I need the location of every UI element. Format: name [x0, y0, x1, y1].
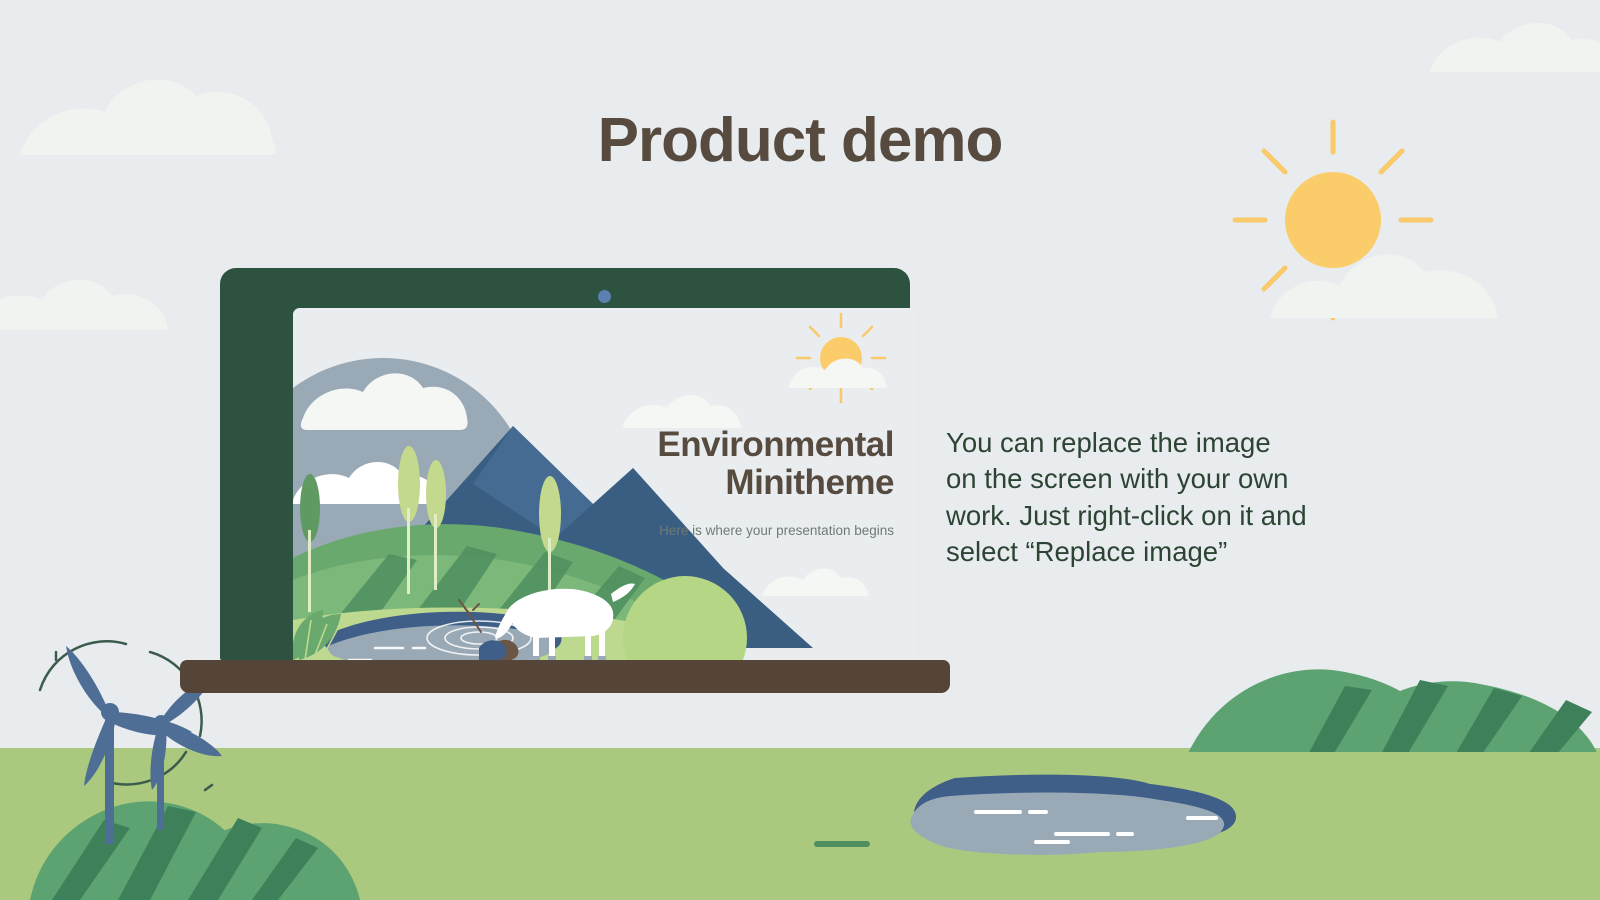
- body-paragraph: You can replace the image on the screen …: [946, 425, 1376, 570]
- body-line: on the screen with your own: [946, 463, 1289, 495]
- page-title: Product demo: [597, 106, 1004, 175]
- tree-group: [300, 446, 561, 612]
- laptop-screen[interactable]: Environmental Minitheme Here is where yo…: [293, 308, 916, 660]
- mini-slide-title: Environmental Minitheme: [554, 426, 894, 502]
- turbine-front: [66, 646, 192, 844]
- hills-left: [30, 801, 360, 900]
- fern-plant: [293, 610, 341, 660]
- cloud-near-sun: [1270, 254, 1498, 318]
- hills-right: [1185, 669, 1600, 762]
- cloud-mid-left: [0, 280, 168, 330]
- laptop-lid: Environmental Minitheme Here is where yo…: [220, 268, 916, 660]
- pond: [910, 774, 1237, 855]
- webcam-icon: [598, 290, 611, 303]
- body-line: work. Just right-click on it and: [946, 499, 1307, 531]
- mini-slide-subtitle: Here is where your presentation begins: [659, 523, 894, 538]
- cloud-top-right: [1430, 23, 1600, 72]
- mini-title-line-2: Minitheme: [725, 462, 894, 502]
- laptop-mockup[interactable]: Environmental Minitheme Here is where yo…: [180, 268, 950, 703]
- mini-title-line-1: Environmental: [657, 425, 894, 464]
- deer: [495, 583, 635, 660]
- mini-slide-illustration: [293, 308, 916, 660]
- body-line: select “Replace image”: [946, 535, 1228, 567]
- laptop-base: [180, 660, 950, 693]
- cloud-top-left: [20, 79, 276, 155]
- mini-sun-icon: [789, 312, 887, 404]
- grass-dash: [814, 841, 870, 847]
- body-line: You can replace the image: [946, 427, 1271, 458]
